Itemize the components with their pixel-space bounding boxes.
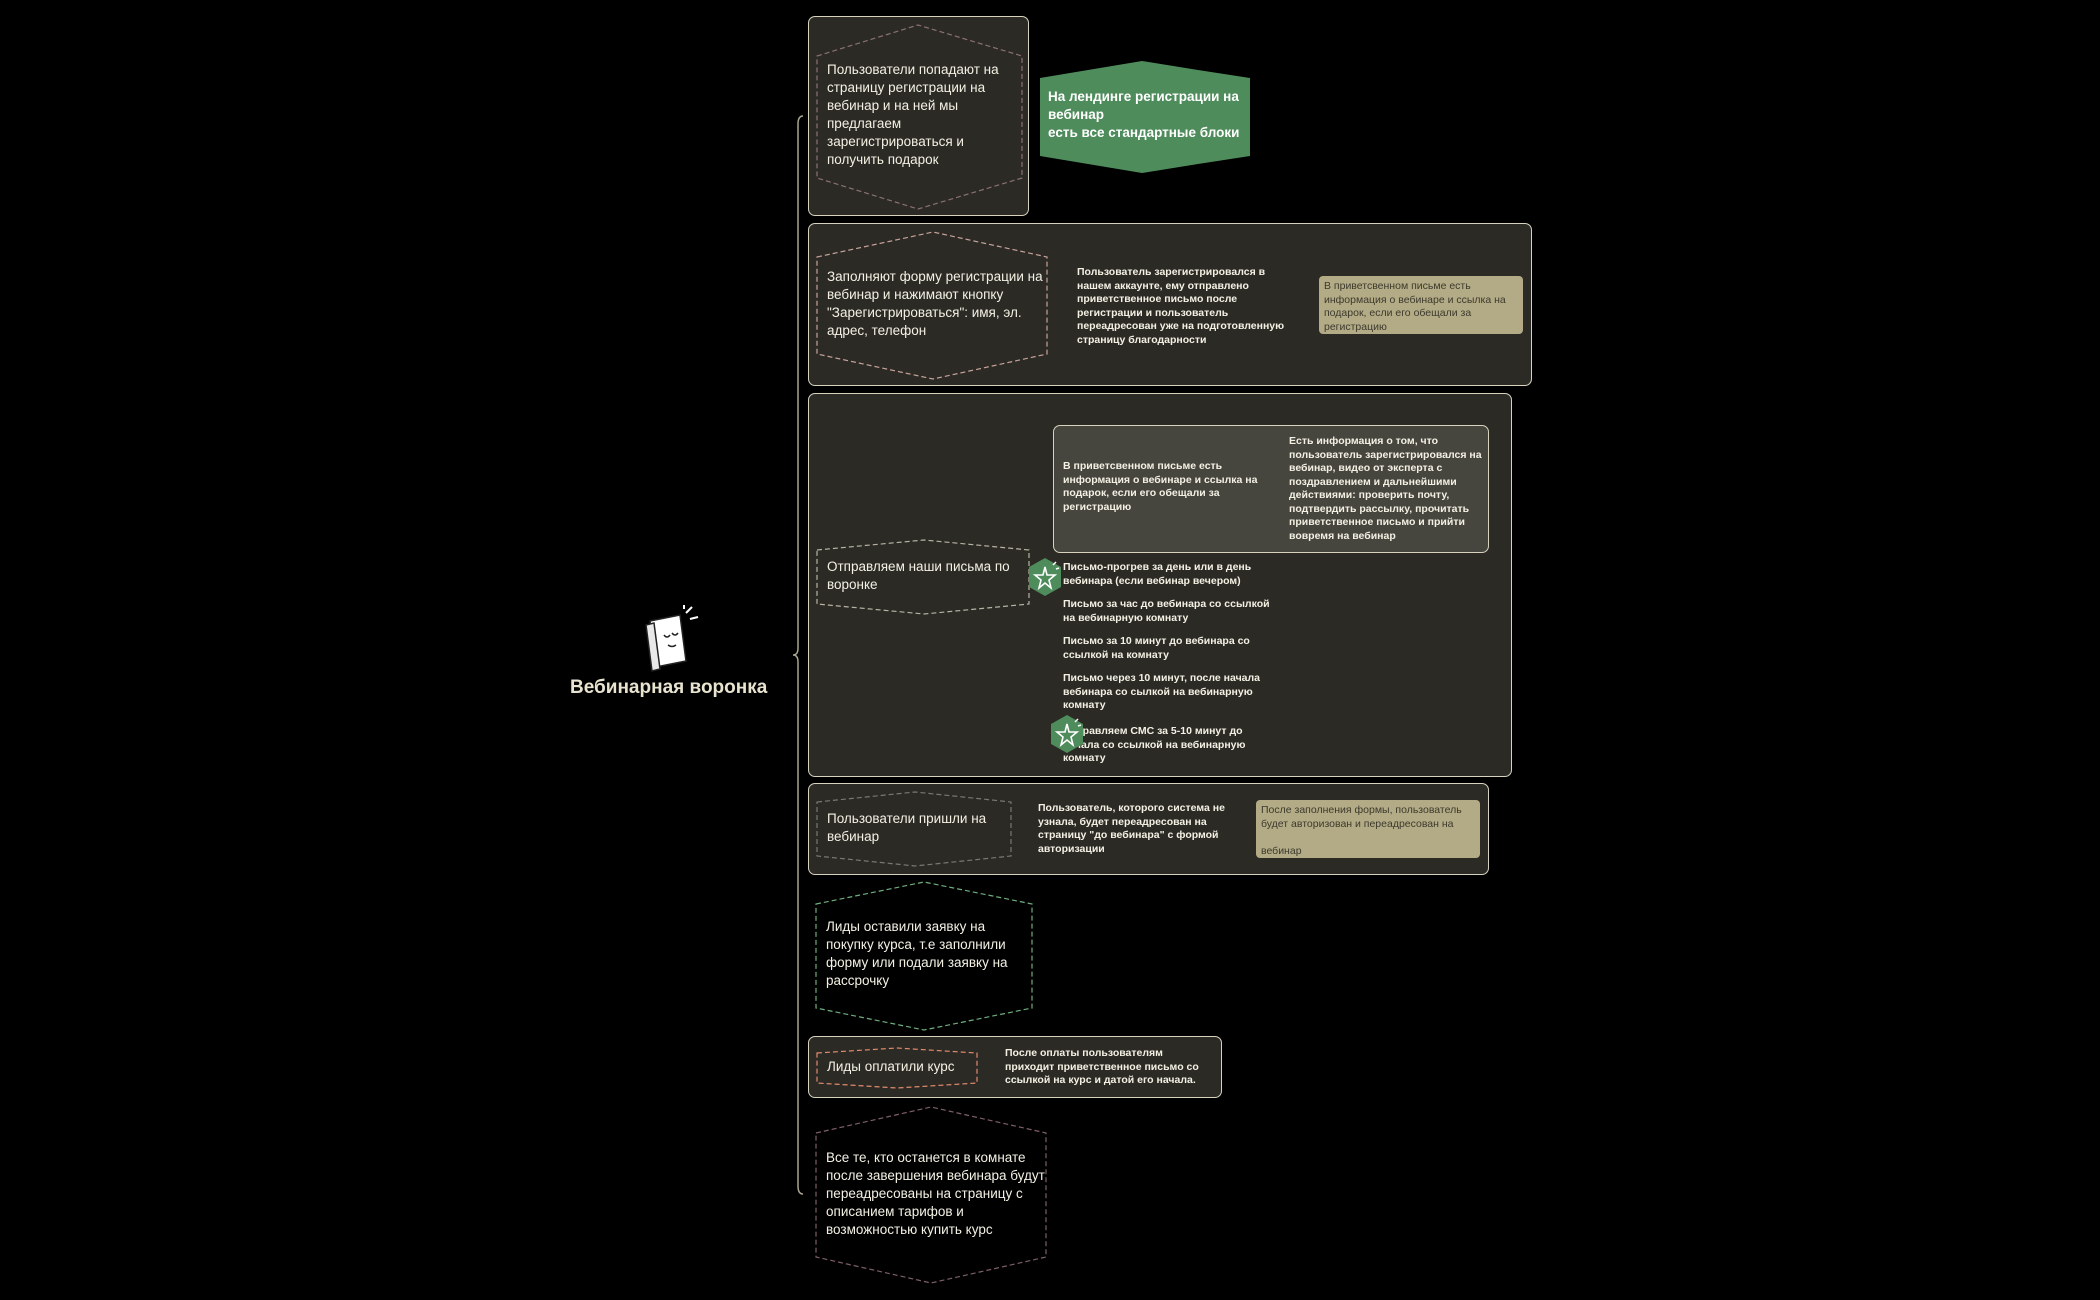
sparkle-badge-icon <box>1029 558 1061 596</box>
node-7-hexagon <box>815 1106 1047 1284</box>
node-4-text: Пользователи пришли на вебинар <box>827 811 987 844</box>
node-1-side-text: На лендинге регистрации на вебинар есть … <box>1048 89 1240 140</box>
node-4-child: Пользователь, которого система не узнала… <box>1038 802 1225 855</box>
green-hexagon-shape <box>1040 61 1250 173</box>
node-2-note: В приветсвенном письме есть информация о… <box>1319 276 1523 334</box>
node-2-panel[interactable]: Заполняют форму регистрации на вебинар и… <box>808 223 1532 386</box>
node-6-text: Лиды оплатили курс <box>827 1059 955 1074</box>
node-6-child: После оплаты пользователям приходит прив… <box>1005 1047 1199 1086</box>
node-3-hexagon <box>816 539 1030 615</box>
node-2-text: Заполняют форму регистрации на вебинар и… <box>827 269 1043 338</box>
node-1-text: Пользователи попадают на страницу регист… <box>827 62 999 167</box>
node-4-hexagon <box>816 791 1012 867</box>
node-3-item-2: Письмо за час до вебинара со ссылкой на … <box>1063 598 1270 624</box>
sparkle-badge-icon <box>1051 715 1083 753</box>
node-1-hexagon <box>816 24 1023 210</box>
node-2-hexagon <box>816 231 1048 380</box>
node-2-child: Пользователь зарегистрировался в нашем а… <box>1077 266 1285 346</box>
node-5-hexagon <box>815 881 1033 1031</box>
node-1-side[interactable]: На лендинге регистрации на вебинар есть … <box>1038 60 1253 174</box>
node-4-panel[interactable]: Пользователи пришли на вебинар Пользоват… <box>808 783 1489 875</box>
node-3-sub1-child: Есть информация о том, что пользователь … <box>1289 435 1482 542</box>
node-3-item-3: Письмо за 10 минут до вебинара со ссылко… <box>1063 635 1250 661</box>
node-5[interactable]: Лиды оставили заявку на покупку курса, т… <box>814 880 1034 1032</box>
node-3-sub1-text: В приветсвенном письме есть информация о… <box>1063 460 1258 513</box>
node-4-note: После заполнения формы, пользователь буд… <box>1256 800 1480 858</box>
node-3-panel[interactable]: Отправляем наши письма по воронке В прив… <box>808 393 1512 777</box>
node-7-text: Все те, кто останется в комнате после за… <box>826 1150 1045 1237</box>
node-3-item-4: Письмо через 10 минут, после начала веби… <box>1063 672 1261 711</box>
node-3-sub1-panel[interactable]: В приветсвенном письме есть информация о… <box>1053 425 1489 553</box>
node-1-panel[interactable]: Пользователи попадают на страницу регист… <box>808 16 1029 216</box>
node-5-text: Лиды оставили заявку на покупку курса, т… <box>826 919 1008 988</box>
node-7[interactable]: Все те, кто останется в комнате после за… <box>814 1105 1048 1285</box>
node-3-item-5: Отправляем СМС за 5-10 минут до начала с… <box>1063 725 1246 764</box>
node-3-item-1: Письмо-прогрев за день или в день вебина… <box>1063 561 1252 587</box>
node-6-hexagon <box>816 1047 978 1089</box>
document-character-icon <box>645 605 699 672</box>
root-topic[interactable]: Вебинарная воронка <box>560 605 780 715</box>
node-3-text: Отправляем наши письма по воронке <box>827 559 1010 592</box>
root-title: Вебинарная воронка <box>570 677 768 698</box>
node-6-panel[interactable]: Лиды оплатили курс После оплаты пользова… <box>808 1036 1222 1098</box>
